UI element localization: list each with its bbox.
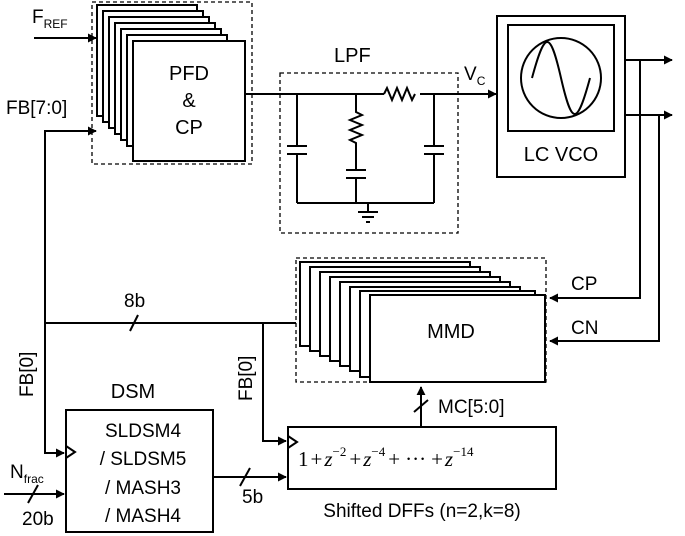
mmd-front-box xyxy=(369,294,546,383)
shifted-dffs-block: 1+z−2+z−4+···+z−14 xyxy=(287,426,557,490)
cp-wire xyxy=(549,60,641,303)
bus-8b-label: 8b xyxy=(124,291,145,312)
dff-transfer-equation: 1+z−2+z−4+···+z−14 xyxy=(298,444,474,471)
dsm-option-mash3: / MASH3 xyxy=(105,478,181,499)
dsm-clock-icon xyxy=(65,445,77,459)
pfd-ampersand: & xyxy=(182,90,196,112)
fb-bus-label: FB[7:0] xyxy=(6,98,67,119)
shifted-dffs-box xyxy=(287,426,557,490)
pfd-cp-block: PFD & CP xyxy=(91,1,253,165)
pfd-label: PFD xyxy=(169,63,209,85)
mmd-block: MMD xyxy=(295,257,547,383)
dsm-option-mash4: / MASH4 xyxy=(105,506,181,527)
lpf-network xyxy=(245,85,497,223)
dff-clock-icon xyxy=(287,435,299,449)
dsm-option-sldsm4: SLDSM4 xyxy=(105,421,181,442)
bus-slash-20b xyxy=(27,484,39,504)
rc-branch xyxy=(346,94,366,203)
cn-wire xyxy=(549,115,660,346)
bus-5b-label: 5b xyxy=(242,487,263,508)
dsm-label: DSM xyxy=(111,381,155,403)
bus-slash-5b xyxy=(239,467,251,487)
nfrac-label: Nfrac xyxy=(10,462,44,486)
cp-signal-label: CP xyxy=(571,274,597,295)
lc-vco-block: LC VCO xyxy=(496,15,626,178)
fb0-to-dsm-wire xyxy=(44,443,65,458)
dsm-box xyxy=(65,409,214,533)
dsm-block: SLDSM4 / SLDSM5 / MASH3 / MASH4 xyxy=(65,409,214,533)
cp-label: CP xyxy=(175,117,203,139)
oscillator-icon xyxy=(520,37,602,119)
vc-label: VC xyxy=(464,64,486,88)
shunt-capacitor-2 xyxy=(424,94,444,203)
fb-bus-wire xyxy=(44,126,97,443)
fb0-to-dff-wire xyxy=(262,323,287,446)
dsm-option-sldsm5: / SLDSM5 xyxy=(100,449,187,470)
bus-slash-mc xyxy=(413,399,429,413)
cn-signal-label: CN xyxy=(571,318,598,339)
sine-wave-icon xyxy=(531,41,591,115)
mc-bus-label: MC[5:0] xyxy=(438,397,505,418)
series-resistor xyxy=(383,85,416,103)
vco-label: LC VCO xyxy=(524,144,598,166)
fb0-mid-label: FB[0] xyxy=(236,356,257,401)
pfd-front-box xyxy=(132,40,246,162)
fref-label: FREF xyxy=(32,7,68,31)
mmd-label: MMD xyxy=(427,321,475,343)
shunt-capacitor-1 xyxy=(287,94,307,203)
lpf-dashed-border xyxy=(279,72,459,234)
lpf-label: LPF xyxy=(334,45,371,67)
fb0-left-label: FB[0] xyxy=(17,352,38,397)
bus-20b-label: 20b xyxy=(22,509,54,530)
bus-slash-8b xyxy=(129,314,139,332)
shifted-dffs-caption: Shifted DFFs (n=2,k=8) xyxy=(323,501,520,522)
pfd-dashed-border xyxy=(91,1,253,165)
ground-icon xyxy=(297,202,434,223)
